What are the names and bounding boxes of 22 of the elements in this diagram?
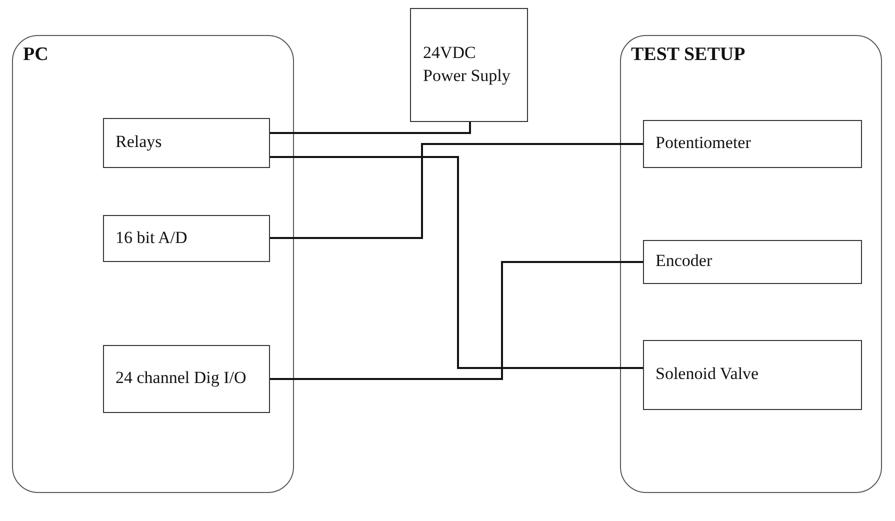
- box-label: 24VDC Power Suply: [423, 42, 512, 87]
- connection-line: [270, 143, 643, 239]
- box-label: Relays: [116, 131, 162, 154]
- connection-line: [270, 156, 643, 369]
- box-label: 24 channel Dig I/O: [116, 367, 246, 390]
- component-box: [102, 214, 270, 262]
- box-label: Encoder: [656, 250, 712, 272]
- connection-line: [270, 261, 643, 380]
- component-box: [102, 344, 270, 412]
- component-box: [410, 8, 528, 122]
- box-label: Solenoid Valve: [656, 363, 759, 386]
- group-container: [12, 35, 294, 493]
- group-heading: TEST SETUP: [631, 44, 746, 66]
- box-label: 16 bit A/D: [116, 226, 188, 249]
- component-box: [642, 240, 862, 284]
- box-label: Potentiometer: [656, 132, 751, 154]
- group-heading: PC: [23, 44, 48, 66]
- connection-line: [270, 122, 471, 134]
- component-box: [642, 340, 862, 410]
- component-box: [642, 120, 862, 168]
- component-box: [102, 118, 270, 168]
- group-container: [620, 35, 882, 493]
